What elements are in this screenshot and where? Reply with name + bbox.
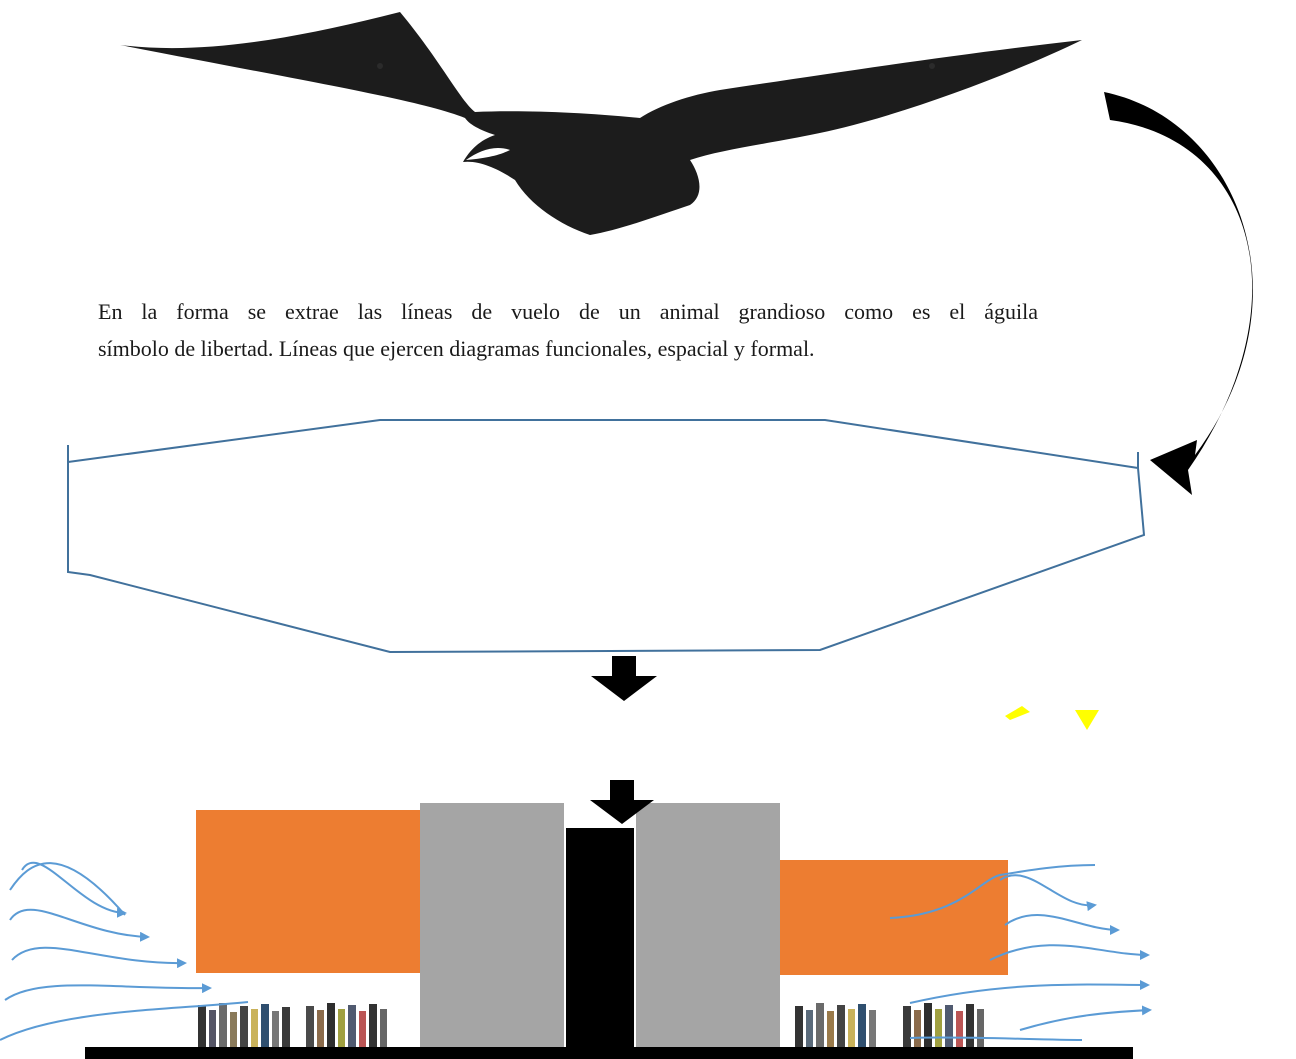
curved-arrow-icon [1104,92,1253,495]
people-crowd-right [795,1003,984,1047]
ground-line [85,1047,1133,1059]
wind-flow-right [889,864,1152,1041]
caption-text: En la forma se extrae las líneas de vuel… [98,293,1098,367]
down-arrow-icon [591,656,657,701]
caption-line-2: símbolo de libertad. Líneas que ejercen … [98,336,815,361]
caption-line-1: En la forma se extrae las líneas de vuel… [98,299,1038,324]
gray-tower-right [636,803,780,1055]
people-crowd-left [198,1003,387,1047]
orange-block-left [196,810,422,973]
gray-tower-left [420,803,564,1055]
eagle-silhouette-icon [120,12,1082,235]
eagle-outline-shape [67,419,1146,654]
building-section [85,780,1133,1059]
wind-flow-left [0,861,249,1041]
sun-fragment-shape [1005,706,1099,730]
core-down-arrow-icon [590,780,654,824]
central-core [566,828,634,1055]
